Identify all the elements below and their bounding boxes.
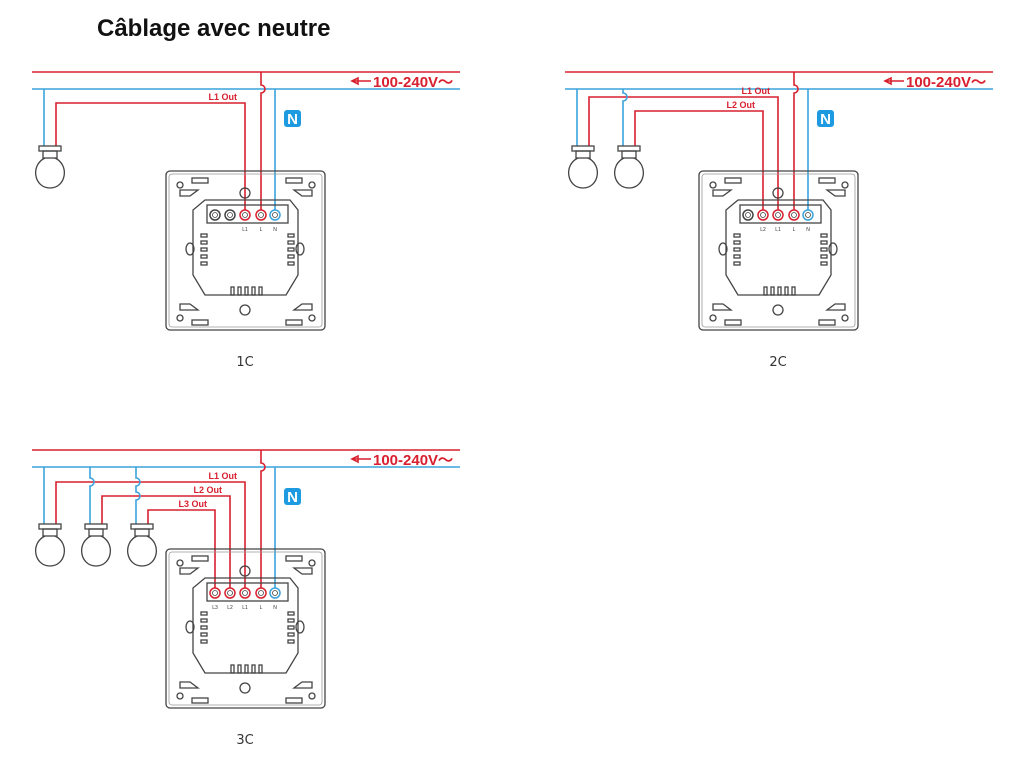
neutral-badge-icon xyxy=(817,110,834,127)
terminal-screw xyxy=(742,209,754,221)
light-bulb-icon xyxy=(35,145,65,189)
terminal-screw xyxy=(255,209,267,221)
terminal-screw xyxy=(224,587,236,599)
terminal-screw xyxy=(255,587,267,599)
voltage-label: 100-240V～ xyxy=(373,74,453,91)
terminal-label: L2 xyxy=(227,605,233,611)
bulb-neutral-wire xyxy=(622,89,628,146)
diagram-caption: 2C xyxy=(769,355,786,370)
terminal-screw xyxy=(269,209,281,221)
voltage-label: 100-240V～ xyxy=(373,452,453,469)
voltage-label: 100-240V～ xyxy=(906,74,986,91)
arrow-left-icon xyxy=(350,454,371,464)
page-title: Câblage avec neutre xyxy=(97,15,331,42)
arrow-left-icon xyxy=(883,76,904,86)
neutral-badge-icon xyxy=(284,110,301,127)
terminal-screw xyxy=(209,587,221,599)
switch-back-panel: L2 L1 L N xyxy=(698,170,859,331)
light-bulb-icon xyxy=(614,145,644,189)
neutral-badge-label: N xyxy=(287,489,298,506)
terminal-label: L1 xyxy=(775,227,781,233)
bulb-neutral-wire xyxy=(89,467,95,524)
terminal-screw xyxy=(224,209,236,221)
terminal-screw xyxy=(239,209,251,221)
diagram-caption: 1C xyxy=(236,355,253,370)
switch-back-panel: L1 L N xyxy=(165,170,326,331)
output-label: L1 Out xyxy=(742,86,771,96)
neutral-badge-label: N xyxy=(287,111,298,128)
terminal-screw xyxy=(757,209,769,221)
output-wire xyxy=(634,110,764,215)
terminal-screw xyxy=(269,587,281,599)
terminal-screw xyxy=(239,587,251,599)
bulb-neutral-wire xyxy=(135,467,141,524)
output-wire xyxy=(55,481,246,593)
terminal-label: L3 xyxy=(212,605,218,611)
output-label: L2 Out xyxy=(727,100,756,110)
terminal-label: L1 xyxy=(242,227,248,233)
switch-back-panel: L3 L2 L1 L N xyxy=(165,548,326,709)
terminal-screw xyxy=(209,209,221,221)
terminal-label: N xyxy=(806,227,810,233)
terminal-screw xyxy=(772,209,784,221)
output-label: L1 Out xyxy=(209,92,238,102)
light-bulb-icon xyxy=(35,523,65,567)
output-wire xyxy=(147,509,216,593)
output-wire xyxy=(101,495,231,593)
output-label: L2 Out xyxy=(194,485,223,495)
terminal-label: L xyxy=(260,605,263,611)
terminal-label: L2 xyxy=(760,227,766,233)
terminal-label: L xyxy=(260,227,263,233)
terminal-label: L xyxy=(793,227,796,233)
live-wire xyxy=(260,450,266,593)
output-label: L3 Out xyxy=(179,499,208,509)
terminal-screw xyxy=(788,209,800,221)
live-wire xyxy=(793,72,799,215)
output-wire xyxy=(588,96,779,215)
terminal-label: N xyxy=(273,605,277,611)
arrow-left-icon xyxy=(350,76,371,86)
light-bulb-icon xyxy=(81,523,111,567)
terminal-label: N xyxy=(273,227,277,233)
neutral-badge-label: N xyxy=(820,111,831,128)
terminal-label: L1 xyxy=(242,605,248,611)
terminal-screw xyxy=(802,209,814,221)
output-label: L1 Out xyxy=(209,471,238,481)
neutral-badge-icon xyxy=(284,488,301,505)
light-bulb-icon xyxy=(127,523,157,567)
live-wire xyxy=(260,72,266,215)
output-wire xyxy=(55,102,246,215)
diagram-caption: 3C xyxy=(236,733,253,748)
light-bulb-icon xyxy=(568,145,598,189)
